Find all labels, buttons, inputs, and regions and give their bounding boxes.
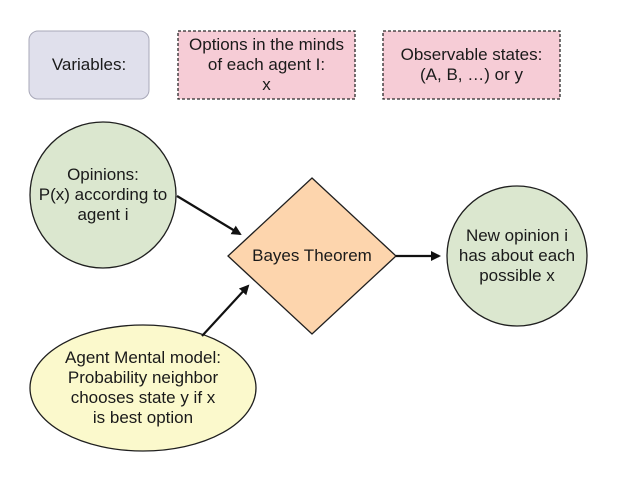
variables-box bbox=[28, 30, 150, 100]
observable-states-box bbox=[382, 30, 561, 100]
arrow-opinions-to-bayes bbox=[176, 195, 242, 236]
arrow-mental-model-to-bayes bbox=[201, 284, 250, 337]
bayes-theorem-node bbox=[227, 177, 397, 335]
new-opinion-node bbox=[446, 185, 588, 327]
opinions-node bbox=[29, 121, 177, 269]
options-box bbox=[177, 30, 356, 100]
mental-model-node bbox=[29, 324, 257, 452]
